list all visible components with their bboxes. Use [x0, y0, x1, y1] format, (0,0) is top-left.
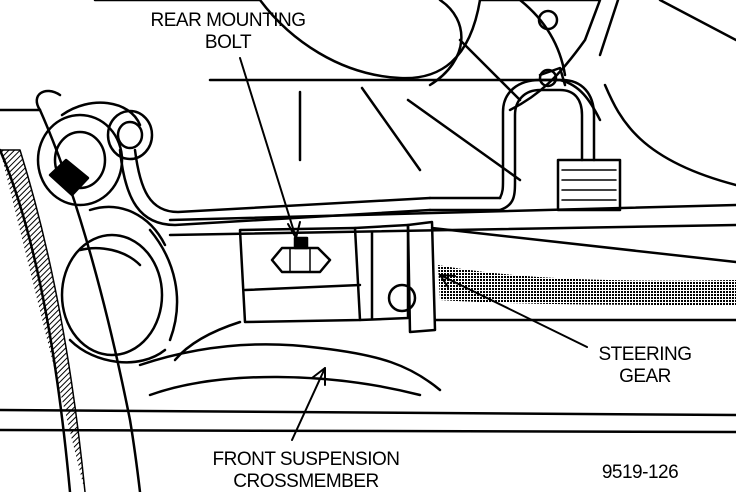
steering-gear-label: STEERING GEAR [585, 344, 705, 388]
crossmember-body [138, 343, 442, 397]
rear-mounting-bolt-label-line1: REAR MOUNTING [150, 10, 307, 31]
front-suspension-crossmember-label-line1: FRONT SUSPENSION [212, 449, 400, 470]
engine-mount-assembly [36, 101, 179, 364]
hydraulic-line [118, 66, 622, 227]
rear-mounting-bolt-label-line2: BOLT [204, 32, 252, 53]
rear-mounting-bolt-label: REAR MOUNTING BOLT [128, 10, 328, 54]
steering-gear-label-line1: STEERING [598, 344, 692, 365]
steering-gear-housing [173, 220, 736, 362]
figure-number: 9519-126 [601, 462, 679, 483]
front-suspension-crossmember-label-line2: CROSSMEMBER [233, 471, 379, 492]
leader-lines [239, 57, 588, 441]
rear-mounting-bolt [270, 236, 332, 274]
steering-gear-label-line2: GEAR [619, 366, 671, 387]
front-suspension-crossmember-label: FRONT SUSPENSION CROSSMEMBER [196, 449, 416, 493]
left-frame-rail [0, 89, 142, 492]
